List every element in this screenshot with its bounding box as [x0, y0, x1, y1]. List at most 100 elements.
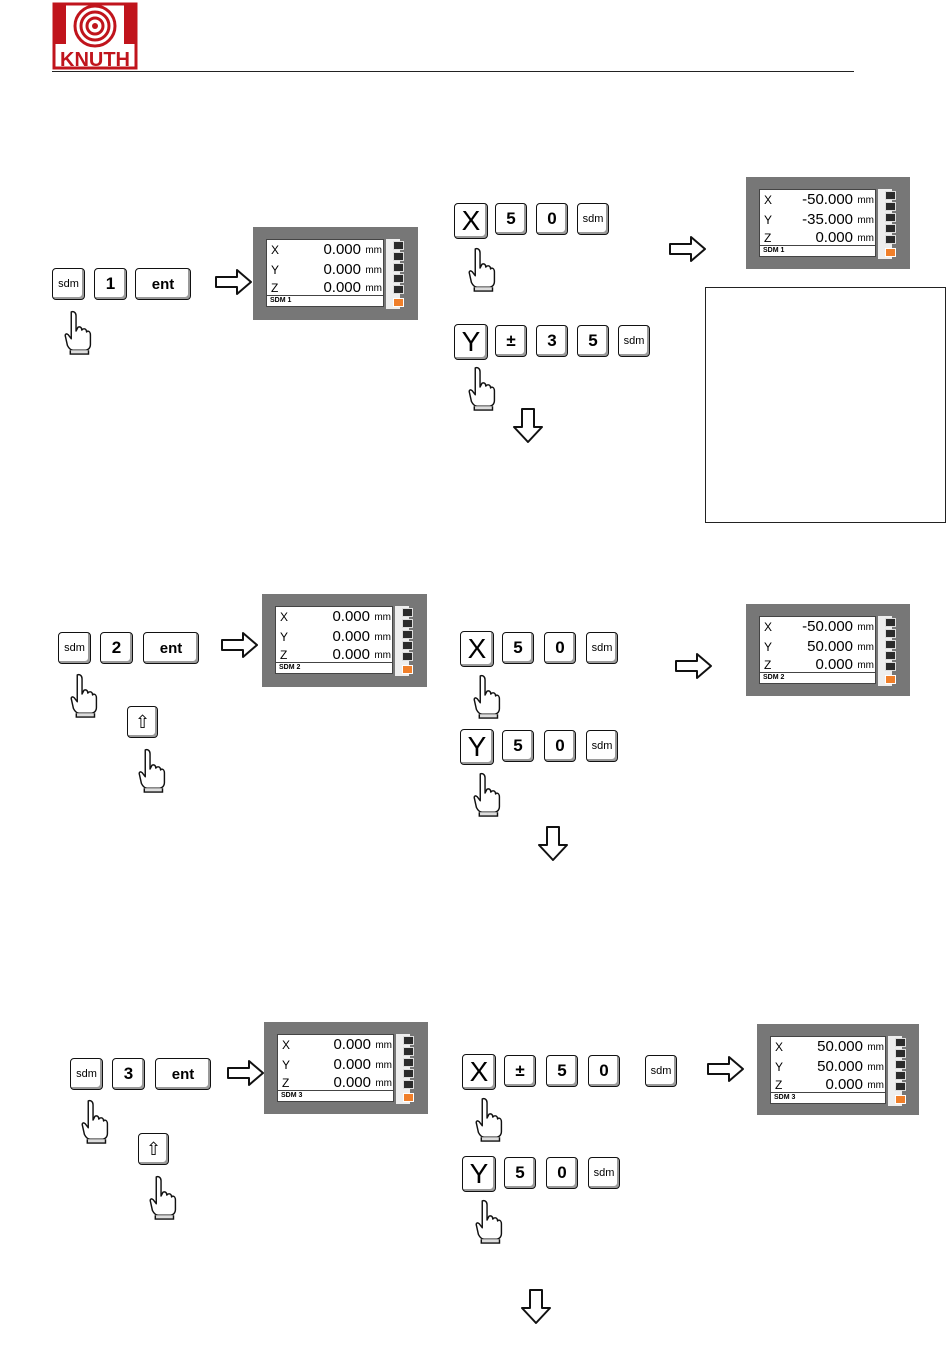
y-value: 0.000 [323, 261, 361, 278]
softkey[interactable] [885, 618, 896, 627]
plus-minus-key[interactable]: ± [495, 325, 527, 357]
softkey-active[interactable] [393, 298, 404, 307]
softkey[interactable] [402, 608, 413, 617]
x-axis-key[interactable]: X [460, 631, 494, 667]
key-0[interactable]: 0 [546, 1157, 578, 1189]
right-arrow-icon [221, 632, 258, 658]
softkey[interactable] [403, 1080, 414, 1089]
softkey[interactable] [403, 1047, 414, 1056]
softkey[interactable] [402, 652, 413, 661]
key-0[interactable]: 0 [536, 203, 568, 235]
key-5[interactable]: 5 [546, 1055, 578, 1087]
softkey[interactable] [402, 641, 413, 650]
key-1[interactable]: 1 [94, 268, 127, 300]
z-value: 0.000 [825, 1076, 863, 1093]
y-axis-key[interactable]: Y [462, 1156, 496, 1192]
softkey[interactable] [885, 202, 896, 211]
ent-key[interactable]: ent [155, 1058, 211, 1090]
softkey[interactable] [885, 213, 896, 222]
softkey[interactable] [885, 651, 896, 660]
softkey-active[interactable] [402, 665, 413, 674]
softkey[interactable] [895, 1038, 906, 1047]
z-value: 0.000 [333, 1074, 371, 1091]
axis-label: X [775, 1040, 784, 1054]
ent-key[interactable]: ent [143, 632, 199, 664]
hand-pointer-icon [70, 673, 98, 718]
softkey[interactable] [393, 252, 404, 261]
softkey[interactable] [895, 1060, 906, 1069]
softkey-active[interactable] [895, 1095, 906, 1104]
sdm-key[interactable]: sdm [618, 325, 650, 357]
hand-pointer-icon [138, 748, 166, 793]
softkey[interactable] [393, 274, 404, 283]
softkey[interactable] [885, 662, 896, 671]
key-5[interactable]: 5 [502, 730, 534, 762]
softkey[interactable] [393, 263, 404, 272]
softkey-active[interactable] [403, 1093, 414, 1102]
softkey-active[interactable] [885, 248, 896, 257]
key-3[interactable]: 3 [112, 1058, 145, 1090]
softkey[interactable] [402, 619, 413, 628]
key-2[interactable]: 2 [100, 632, 133, 664]
sdm-key[interactable]: sdm [52, 268, 85, 300]
key-5[interactable]: 5 [495, 203, 527, 235]
y-value: 50.000 [807, 638, 853, 655]
softkey[interactable] [885, 191, 896, 200]
unit-label: mm [365, 283, 382, 294]
sdm-label: SDM 2 [760, 672, 875, 683]
softkey[interactable] [885, 235, 896, 244]
z-value: 0.000 [815, 229, 853, 246]
key-0[interactable]: 0 [544, 730, 576, 762]
sdm-key[interactable]: sdm [577, 203, 609, 235]
softkey[interactable] [895, 1082, 906, 1091]
key-3[interactable]: 3 [536, 325, 568, 357]
ent-key[interactable]: ent [135, 268, 191, 300]
key-0[interactable]: 0 [588, 1055, 620, 1087]
right-arrow-icon [675, 653, 712, 679]
softkey[interactable] [895, 1049, 906, 1058]
sdm-key[interactable]: sdm [70, 1058, 103, 1090]
y-axis-key[interactable]: Y [460, 729, 494, 765]
y-value: 0.000 [332, 628, 370, 645]
z-value: 0.000 [332, 646, 370, 663]
x-axis-key[interactable]: X [462, 1054, 496, 1090]
softkey[interactable] [393, 285, 404, 294]
hand-pointer-icon [468, 366, 496, 411]
y-axis-key[interactable]: Y [454, 324, 488, 360]
y-value: -35.000 [802, 211, 853, 228]
sdm-key[interactable]: sdm [645, 1055, 677, 1087]
sdm-key[interactable]: sdm [586, 730, 618, 762]
shift-up-key[interactable]: ⇧ [127, 706, 158, 738]
softkey[interactable] [403, 1058, 414, 1067]
softkey[interactable] [885, 640, 896, 649]
axis-label: X [764, 193, 773, 207]
x-axis-key[interactable]: X [454, 203, 488, 239]
shift-up-key[interactable]: ⇧ [138, 1133, 169, 1165]
softkey[interactable] [885, 629, 896, 638]
softkey[interactable] [403, 1036, 414, 1045]
softkey[interactable] [402, 630, 413, 639]
softkey[interactable] [885, 224, 896, 233]
key-5[interactable]: 5 [502, 632, 534, 664]
axis-label: Y [271, 263, 280, 277]
softkey[interactable] [895, 1071, 906, 1080]
plus-minus-key[interactable]: ± [504, 1055, 536, 1087]
key-5[interactable]: 5 [577, 325, 609, 357]
softkey[interactable] [393, 241, 404, 250]
sdm-key[interactable]: sdm [588, 1157, 620, 1189]
sdm-key[interactable]: sdm [58, 632, 91, 664]
axis-label: Z [280, 648, 288, 662]
axis-label: X [271, 243, 280, 257]
softkey[interactable] [403, 1069, 414, 1078]
sdm-key[interactable]: sdm [586, 632, 618, 664]
key-5[interactable]: 5 [504, 1157, 536, 1189]
axis-label: X [282, 1038, 291, 1052]
key-0[interactable]: 0 [544, 632, 576, 664]
unit-label: mm [857, 195, 874, 206]
softkey-active[interactable] [885, 675, 896, 684]
